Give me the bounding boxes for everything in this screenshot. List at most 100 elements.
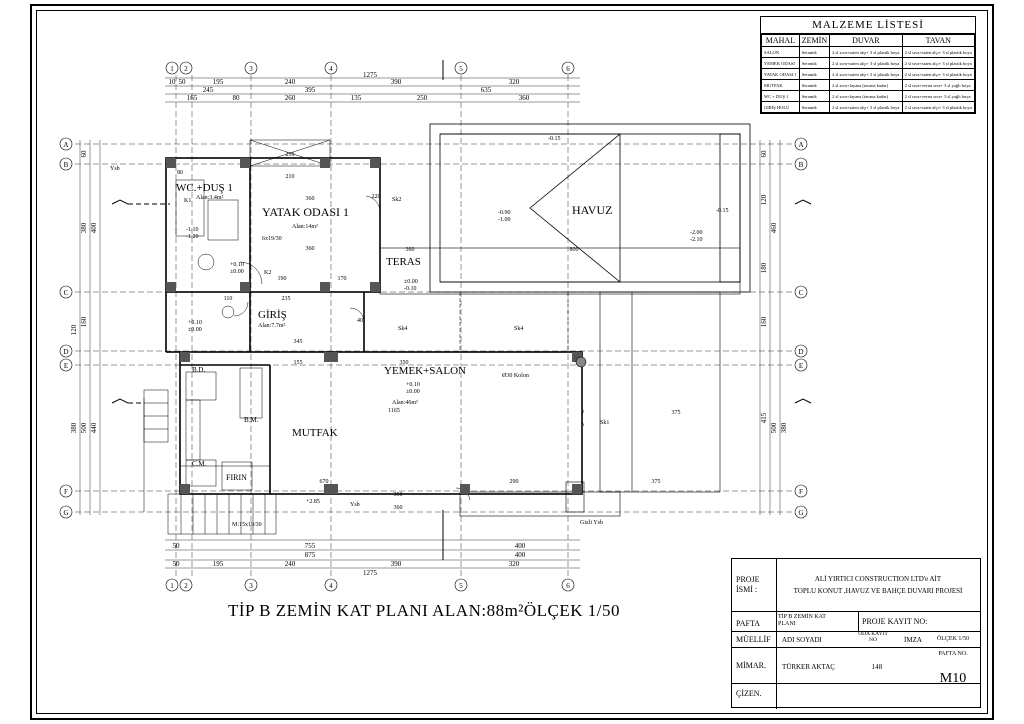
label-cm: C.M. xyxy=(192,460,207,468)
room-entry-area: Alan:7.7m² xyxy=(258,323,285,329)
dim-left-5: 440 xyxy=(90,422,98,433)
dim-bot-r3-3: 390 xyxy=(391,560,402,568)
level-pool-2: -1.00 xyxy=(498,217,511,223)
room-terrace-label: TERAS xyxy=(386,256,421,268)
room-bedroom-label: YATAK ODASI 1 xyxy=(262,205,349,219)
kayit-label: PROJE KAYIT NO: xyxy=(862,617,928,626)
drawing-caption: TİP B ZEMİN KAT PLANI ALAN:88m²ÖLÇEK 1/5… xyxy=(228,601,621,620)
cell-zemin: Seramik xyxy=(798,79,831,91)
label-ysb-1: Ysb xyxy=(110,166,120,172)
cell-mahal: MUTFAK xyxy=(761,79,800,91)
axis-bottom-1: 1 xyxy=(170,582,174,590)
axis-left-g: G xyxy=(63,509,68,517)
dim-int-21: 80 xyxy=(177,170,183,176)
table-row: MUTFAK Seramik 2 sl sıva+fayans (tavana … xyxy=(761,79,976,91)
cell-zemin: Seramik xyxy=(798,68,831,80)
dim-left-1: 380 xyxy=(80,222,88,233)
dim-right-2: 460 xyxy=(770,222,778,233)
level-living-2: ±0.00 xyxy=(406,389,420,395)
dim-left-7: 380 xyxy=(70,422,78,433)
dim-top-r4-3: 135 xyxy=(351,94,362,102)
dim-right-7: 380 xyxy=(780,422,788,433)
axis-bottom-2: 2 xyxy=(184,582,188,590)
label-sk4-a: Sk4 xyxy=(398,326,407,332)
axis-bottom-3: 3 xyxy=(249,582,253,590)
cell-tavan: 2 sl sıva+vernu sıva+ 3 sl yağlı boya xyxy=(901,79,976,91)
level-living-1: +0.10 xyxy=(406,382,420,388)
dim-int-16: 360 xyxy=(406,247,415,253)
cell-tavan: 2 sl sıva+vernu sıva+ 3 sl yağlı boya xyxy=(901,90,976,102)
room-living-label: YEMEK+SALON xyxy=(384,365,466,377)
cell-tavan: 2 sl sıva+saten alçı+ 3 sl plastik boya xyxy=(901,101,976,113)
muellif-label: MÜELLİF xyxy=(736,635,771,644)
proje-line1: ALİ YIRTICI CONSTRUCTION LTD'e AİT xyxy=(814,575,942,583)
dim-right-3: 180 xyxy=(760,262,768,273)
dim-int-19: 40 xyxy=(357,318,363,324)
dim-top-r1-3: 240 xyxy=(285,78,296,86)
pafta-no-label: PAFTA NO. xyxy=(938,651,968,657)
room-entry-label: GİRİŞ xyxy=(258,309,287,321)
axis-bottom-5: 5 xyxy=(459,582,463,590)
pafta-no: M10 xyxy=(939,671,967,686)
col-zemin: ZEMİN xyxy=(798,34,831,47)
material-list-title: MALZEME LİSTESİ xyxy=(761,17,975,34)
level-pool-4: -2.10 xyxy=(690,237,703,243)
axis-top-5: 5 xyxy=(459,65,463,73)
dim-right-1: 120 xyxy=(760,194,768,205)
cell-tavan: 2 sl sıva+saten alçı+ 3 sl plastik boya xyxy=(901,68,976,80)
axis-top-4: 4 xyxy=(329,65,333,73)
pafta-value: TİP B ZEMİN KAT PLANI xyxy=(778,614,826,627)
proje-line2: TOPLU KONUT ,HAVUZ VE BAHÇE DUVARI PROJE… xyxy=(793,587,963,595)
label-hidden-ysb: Gizli Ysb xyxy=(580,520,603,526)
dim-top-r1-1: 50 xyxy=(179,78,187,86)
cell-mahal: WC + DUŞ 1 xyxy=(761,90,800,102)
label-k1: K1 xyxy=(184,198,191,204)
cell-duvar: 2 sl sıva+fayans (tavana kadar) xyxy=(829,79,903,91)
cell-zemin: Seramik xyxy=(798,101,831,113)
mimar-name: TÜRKER AKTAÇ xyxy=(782,663,835,671)
cell-mahal: GİRİŞ HOLÜ xyxy=(761,101,800,113)
dim-int-5: 170 xyxy=(338,276,347,282)
label-column: Ø30 Kolon xyxy=(502,373,529,379)
pafta-label: PAFTA xyxy=(736,619,760,628)
dim-top-r3-0: 245 xyxy=(203,86,214,94)
cell-duvar: 2 sl sıva+saten alçı+ 3 sl plastik boya xyxy=(829,57,903,69)
dim-int-22: 1165 xyxy=(388,408,400,414)
level-hall-2: ±0.00 xyxy=(230,269,244,275)
level-wc-2: -1.20 xyxy=(186,234,199,240)
outer-frame xyxy=(30,4,994,720)
cell-zemin: Seramik xyxy=(798,90,831,102)
table-row: SALON Seramik 2 sl sıva+saten alçı+ 3 sl… xyxy=(761,46,976,58)
cell-duvar: 2 sl sıva+saten alçı+ 3 sl plastik boya xyxy=(829,68,903,80)
olcek: ÖLÇEK 1/50 xyxy=(936,636,970,642)
dim-bot-r1-0: 50 xyxy=(173,542,181,550)
dim-bot-total: 1275 xyxy=(363,569,378,577)
axis-right-f: F xyxy=(799,488,803,496)
dim-int-2: 360 xyxy=(306,196,315,202)
axis-bottom-4: 4 xyxy=(329,582,333,590)
room-wc-label: WC.+DUŞ 1 xyxy=(176,182,233,194)
table-row: WC + DUŞ 1 Seramik 2 sl sıva+fayans (tav… xyxy=(761,90,976,102)
dim-left-3: 120 xyxy=(70,324,78,335)
axis-left-f: F xyxy=(64,488,68,496)
dim-top-r4-1: 80 xyxy=(233,94,241,102)
level-entry-2: ±0.00 xyxy=(188,327,202,333)
material-list: MALZEME LİSTESİ MAHAL ZEMİN DUVAR TAVAN … xyxy=(760,16,976,114)
mimar-no: 148 xyxy=(871,663,883,671)
dim-top-r4-2: 260 xyxy=(285,94,296,102)
axis-top-6: 6 xyxy=(566,65,570,73)
axis-left-e: E xyxy=(64,362,68,370)
dim-right-6: 500 xyxy=(770,422,778,433)
axis-top-2: 2 xyxy=(184,65,188,73)
label-k2: K2 xyxy=(264,270,271,276)
dim-top-r4-4: 250 xyxy=(417,94,428,102)
cell-zemin: Seramik xyxy=(798,57,831,69)
level-stair: +2.85 xyxy=(306,499,320,505)
axis-right-b: B xyxy=(799,161,804,169)
room-kitchen-label: MUTFAK xyxy=(292,427,338,439)
col-duvar: DUVAR xyxy=(829,34,903,47)
axis-right-d: D xyxy=(798,348,803,356)
table-row: YATAK ODASI 1 Seramik 2 sl sıva+saten al… xyxy=(761,68,976,80)
axis-left-d: D xyxy=(63,348,68,356)
